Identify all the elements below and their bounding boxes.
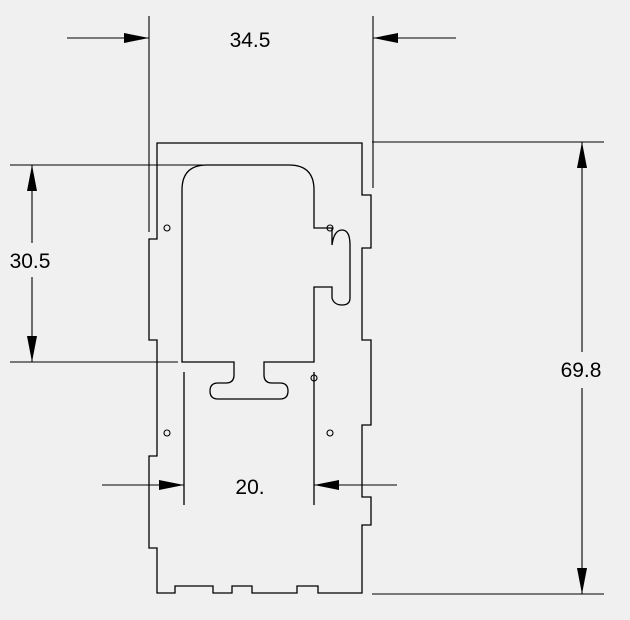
part-outline	[148, 142, 372, 594]
arrow-left-pointing-inner	[314, 480, 339, 490]
arrow-up-pointing	[577, 142, 587, 168]
upper-window-cutout	[181, 164, 351, 400]
dimension-label-inner-width: 20.	[235, 476, 264, 499]
upper-window-profile	[181, 164, 351, 400]
lower-slots	[183, 372, 315, 505]
dimension-label-top-width: 34.5	[230, 29, 271, 52]
hole-lower-left	[163, 429, 171, 437]
hole-upper-left	[163, 224, 171, 232]
dimension-label-overall-height: 69.8	[561, 359, 602, 382]
arrow-right-pointing-inner	[159, 480, 184, 490]
dimension-overall-height: 69.8	[372, 141, 604, 595]
dimension-upper-height: 30.5	[10, 164, 292, 363]
dimension-top-width: 34.5	[67, 16, 456, 232]
arrow-down-pointing-left	[27, 336, 37, 362]
hole-upper-right	[326, 224, 334, 232]
holes	[163, 224, 334, 437]
outer-profile	[148, 142, 372, 594]
hole-lower-right	[326, 429, 334, 437]
arrow-right-pointing	[124, 33, 149, 43]
dimension-inner-width: 20.	[102, 476, 397, 499]
hole-middle-right	[310, 374, 318, 382]
dimension-label-upper-height: 30.5	[10, 250, 51, 273]
arrow-up-pointing-left	[27, 165, 37, 191]
arrow-down-pointing	[577, 568, 587, 594]
arrow-left-pointing	[373, 33, 398, 43]
